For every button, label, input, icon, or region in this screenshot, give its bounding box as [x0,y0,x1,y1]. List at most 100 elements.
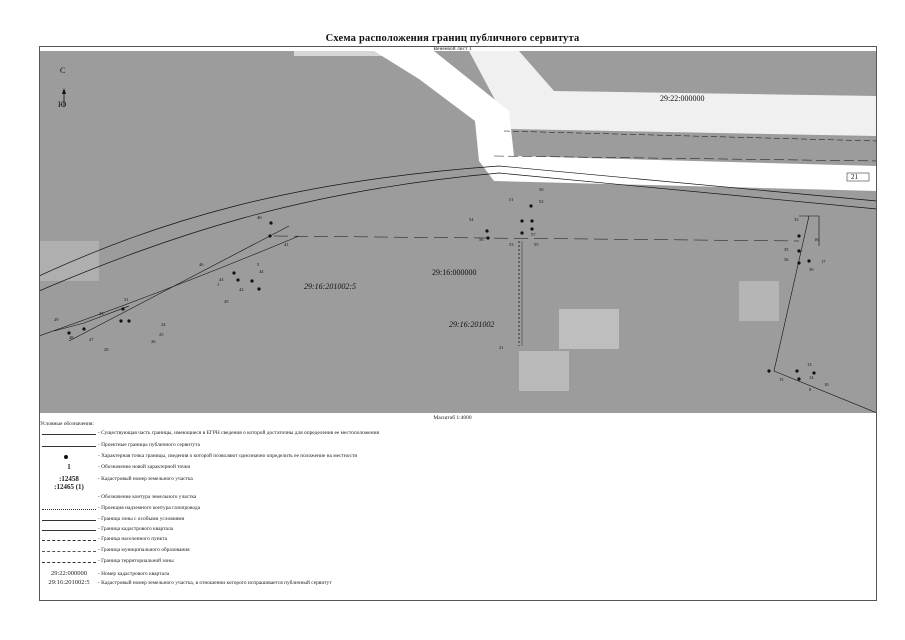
legend-symbol [40,557,96,567]
svg-text:20: 20 [104,347,109,352]
road-line-2 [39,172,877,292]
svg-text:53: 53 [509,242,514,247]
right-boundary [773,215,877,413]
svg-text:33: 33 [794,217,799,222]
svg-text:39: 39 [809,267,814,272]
legend-symbol [40,441,96,451]
legend-item: 29:16:201002:5 - Кадастровый номер земель… [40,579,870,589]
legend-text: - Номер кадастрового квартала [98,571,170,577]
svg-text:16: 16 [814,237,819,242]
legend-symbol-text: :12458 [59,475,79,483]
svg-text:48: 48 [69,335,74,340]
legend-text: - Кадастровый номер земельного участка, … [98,580,332,586]
right-tag-box [846,172,870,182]
legend-symbol [40,452,96,462]
legend-item: - Существующая часть границы, имеющиеся … [40,429,870,439]
road-line-1 [39,165,877,277]
legend-text: - Кадастровый номер земельного участка [98,476,193,482]
label-parcel-left: 29:16:201002:5 [304,282,356,291]
legend-item: 29:22:000000 - Номер кадастрового квартал… [40,570,870,580]
svg-text:25: 25 [159,332,164,337]
legend-symbol [40,429,96,439]
legend-title: Условные обозначения: [40,421,94,427]
svg-text:47: 47 [89,337,94,342]
legend-symbol [40,504,96,514]
legend-symbol-text: 29:22:000000 [50,570,88,577]
svg-text:52: 52 [539,199,544,204]
legend-symbol: 1 [40,463,96,473]
point-labels: 40 41 42 43 44 45 46 47 48 50 51 52 53 5… [54,187,829,392]
legend-symbol-text: 29:16:201002:5 [48,579,90,586]
legend-text: - Проектные границы публичного сервитута [98,442,200,448]
svg-text:29: 29 [54,317,59,322]
svg-text:55: 55 [534,242,539,247]
svg-text:8: 8 [809,387,812,392]
boundary-points [67,204,816,381]
legend-text: - Граница муниципального образования [98,547,190,553]
svg-text:50: 50 [539,187,544,192]
svg-text:40: 40 [257,215,262,220]
svg-text:43: 43 [219,277,224,282]
legend-text: - Обозначение контура земельного участка [98,494,197,500]
page-title: Схема расположения границ публичного сер… [325,33,580,44]
compass-north: С [60,66,65,75]
legend-text: - Обозначение новой характерной точки [98,464,191,470]
legend-symbol [40,515,96,525]
legend-symbol-text-2: :12465 (1) [54,483,84,491]
svg-text:5: 5 [257,262,260,267]
svg-text:23: 23 [99,311,104,316]
map-area[interactable]: С Ю 29:22:000000 29:16:000000 29:16:2010… [39,51,877,413]
svg-text:13: 13 [807,362,812,367]
legend-text: - Граница территориальной зоны [98,558,174,564]
svg-text:44: 44 [259,269,264,274]
svg-text:15: 15 [779,377,784,382]
legend-symbol [40,535,96,545]
legend-symbol [40,525,96,535]
svg-text:1: 1 [217,282,219,287]
map-svg: С Ю 29:22:000000 29:16:000000 29:16:2010… [39,51,877,413]
compass-south: Ю [58,100,66,109]
road-line-3 [39,235,300,337]
legend-item: - Проекция надземного контура газопровод… [40,504,870,514]
legend-item: - Проектные границы публичного сервитута [40,441,870,451]
svg-text:26: 26 [151,339,156,344]
legend-symbol: 29:16:201002:5 [40,579,96,589]
svg-text:51: 51 [509,197,514,202]
svg-text:41: 41 [284,242,289,247]
svg-text:45: 45 [224,299,229,304]
legend-symbol-text: 1 [67,463,71,471]
legend-item: - Граница зоны с особыми условиями [40,515,870,525]
dash-line-3 [273,235,800,242]
label-right-tag: 21 [851,173,859,181]
svg-text:24: 24 [161,322,166,327]
svg-text:10: 10 [824,382,829,387]
scale-label: Масштаб 1:4000 [433,415,472,421]
svg-text:17: 17 [821,259,826,264]
svg-text:35: 35 [784,247,789,252]
legend-item: 1 - Обозначение новой характерной точки [40,463,870,473]
legend-symbol: :12458:12465 (1) [40,475,96,491]
legend-text: - Граница кадастрового квартала [98,526,174,532]
road-top-strip [469,51,877,136]
right-boundary-2 [799,215,820,246]
legend-item: - Обозначение контура земельного участка [40,493,870,503]
svg-text:54: 54 [469,217,474,222]
speckles [39,51,779,391]
legend-item: - Граница муниципального образования [40,546,870,556]
legend-symbol [40,546,96,556]
legend-text: - Граница зоны с особыми условиями [98,516,185,522]
legend-item: - Характерная точка границы, сведения о … [40,452,870,462]
legend-item: - Граница территориальной зоны [40,557,870,567]
svg-text:57: 57 [531,232,536,237]
legend-item: - Граница населенного пункта [40,535,870,545]
svg-text:14: 14 [809,375,814,380]
dash-line-2 [493,155,877,162]
legend: Условные обозначения: - Существующая час… [40,421,870,596]
label-quarter-top: 29:22:000000 [660,94,704,103]
sheet-label: Венеевой лист 1 [433,46,472,52]
legend-symbol [40,493,96,503]
svg-text:42: 42 [239,287,244,292]
label-parcel-mid: 29:16:201002 [449,320,494,329]
svg-text:31: 31 [124,297,129,302]
legend-text: - Проекция надземного контура газопровод… [98,505,201,511]
